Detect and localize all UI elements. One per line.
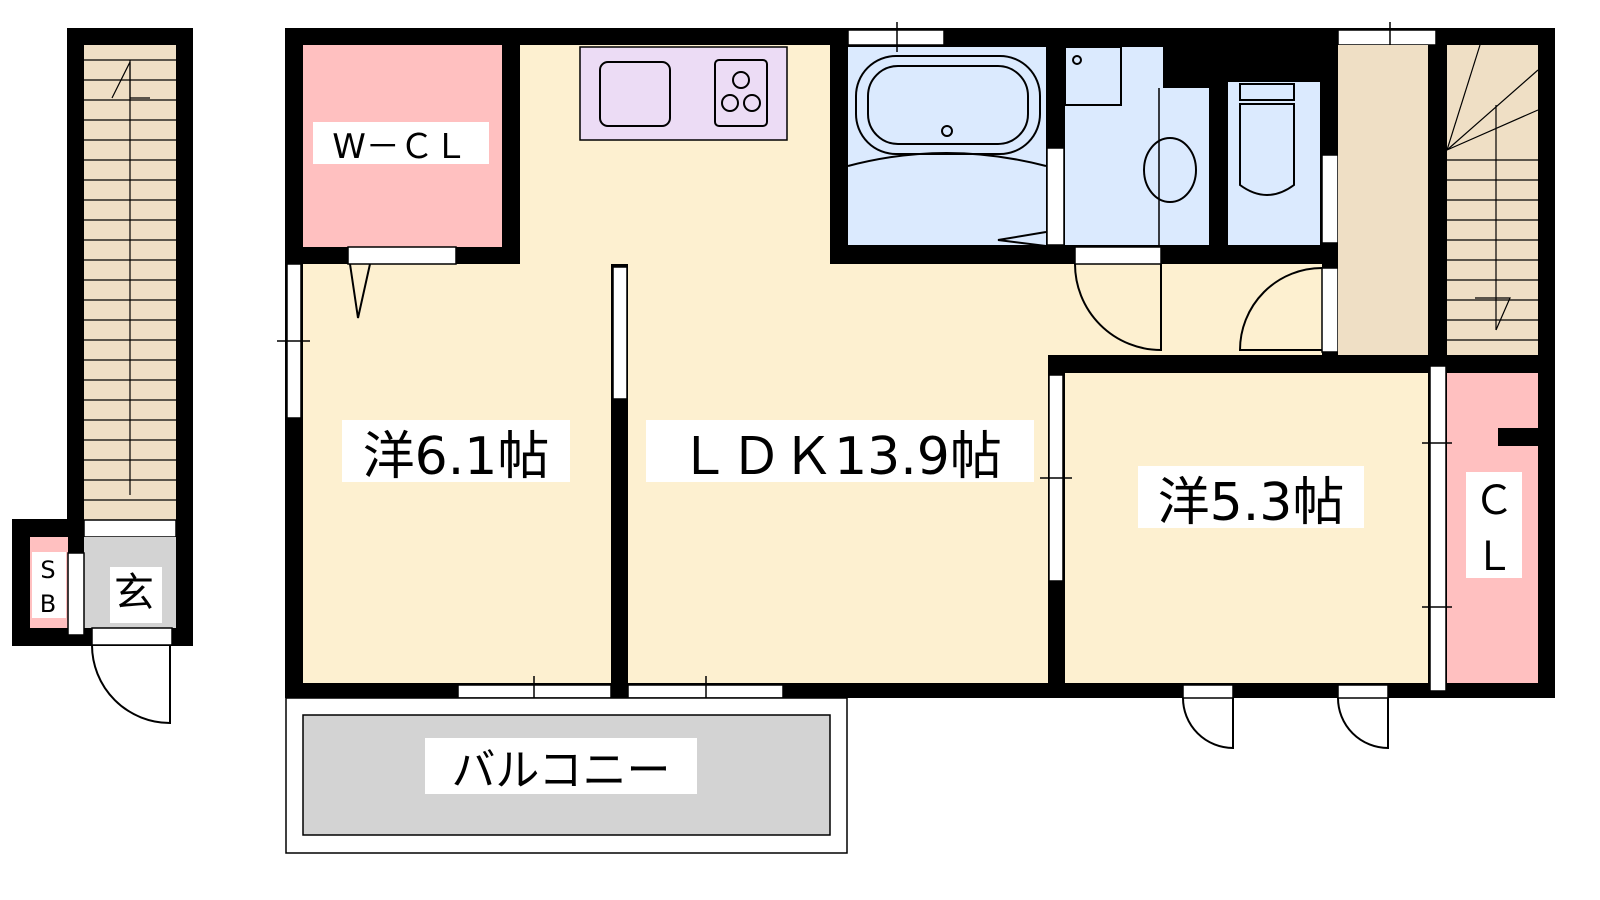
front-door-frame <box>91 627 173 646</box>
hallway <box>1338 45 1428 355</box>
entrance-label-bg <box>110 567 162 623</box>
sb-label-top: S <box>40 556 55 584</box>
washer-icon <box>1064 46 1122 106</box>
entrance-label: 玄 <box>114 570 154 616</box>
bath-door <box>1046 147 1065 246</box>
balcony-label-bg <box>425 738 697 794</box>
lower-stair-treads <box>84 59 176 501</box>
toilet-icon <box>1239 83 1295 101</box>
western-room-1-label: 洋6.1帖 <box>363 427 550 487</box>
shoe-box-door <box>67 552 85 636</box>
wcl-label: W－ＣＬ <box>332 127 468 167</box>
sb-label-bottom: B <box>40 590 56 618</box>
sb-label-bg <box>32 552 66 618</box>
bathroom <box>848 47 1046 245</box>
cl-label-bg <box>1466 472 1522 578</box>
cl-label-top: Ｃ <box>1474 478 1514 524</box>
wash-basin-icon <box>1143 137 1197 203</box>
upper-stair-treads <box>1446 44 1539 341</box>
ldk-label: ＬＤＫ13.9帖 <box>678 427 1002 487</box>
western-room-2-label: 洋5.3帖 <box>1158 473 1345 533</box>
room2-label-bg <box>1138 466 1364 528</box>
stove-icon <box>714 59 768 127</box>
sink-icon <box>599 61 671 127</box>
wcl-door <box>347 246 457 265</box>
balcony-label: バルコニー <box>451 745 670 796</box>
washroom-door <box>1074 246 1162 265</box>
room1-sliding-door <box>612 266 628 400</box>
toilet-room <box>1228 82 1320 245</box>
entrance-step <box>83 519 177 538</box>
bath-window <box>847 29 945 46</box>
toilet-door <box>1321 154 1339 244</box>
wcl-door-mark <box>349 263 371 319</box>
meter-door-2 <box>1337 684 1389 699</box>
washroom <box>1065 47 1163 245</box>
wcl-label-bg <box>313 122 489 164</box>
ldk-floor <box>520 45 1322 683</box>
meter-door-1 <box>1182 684 1234 699</box>
cl-label-bottom: Ｌ <box>1474 534 1514 580</box>
hall-window <box>1337 29 1437 46</box>
ldk-label-bg <box>646 420 1034 482</box>
hall-door <box>1321 267 1339 353</box>
room1-label-bg <box>342 420 570 482</box>
closet-doors <box>1429 365 1447 692</box>
front-door-swing <box>91 644 171 725</box>
